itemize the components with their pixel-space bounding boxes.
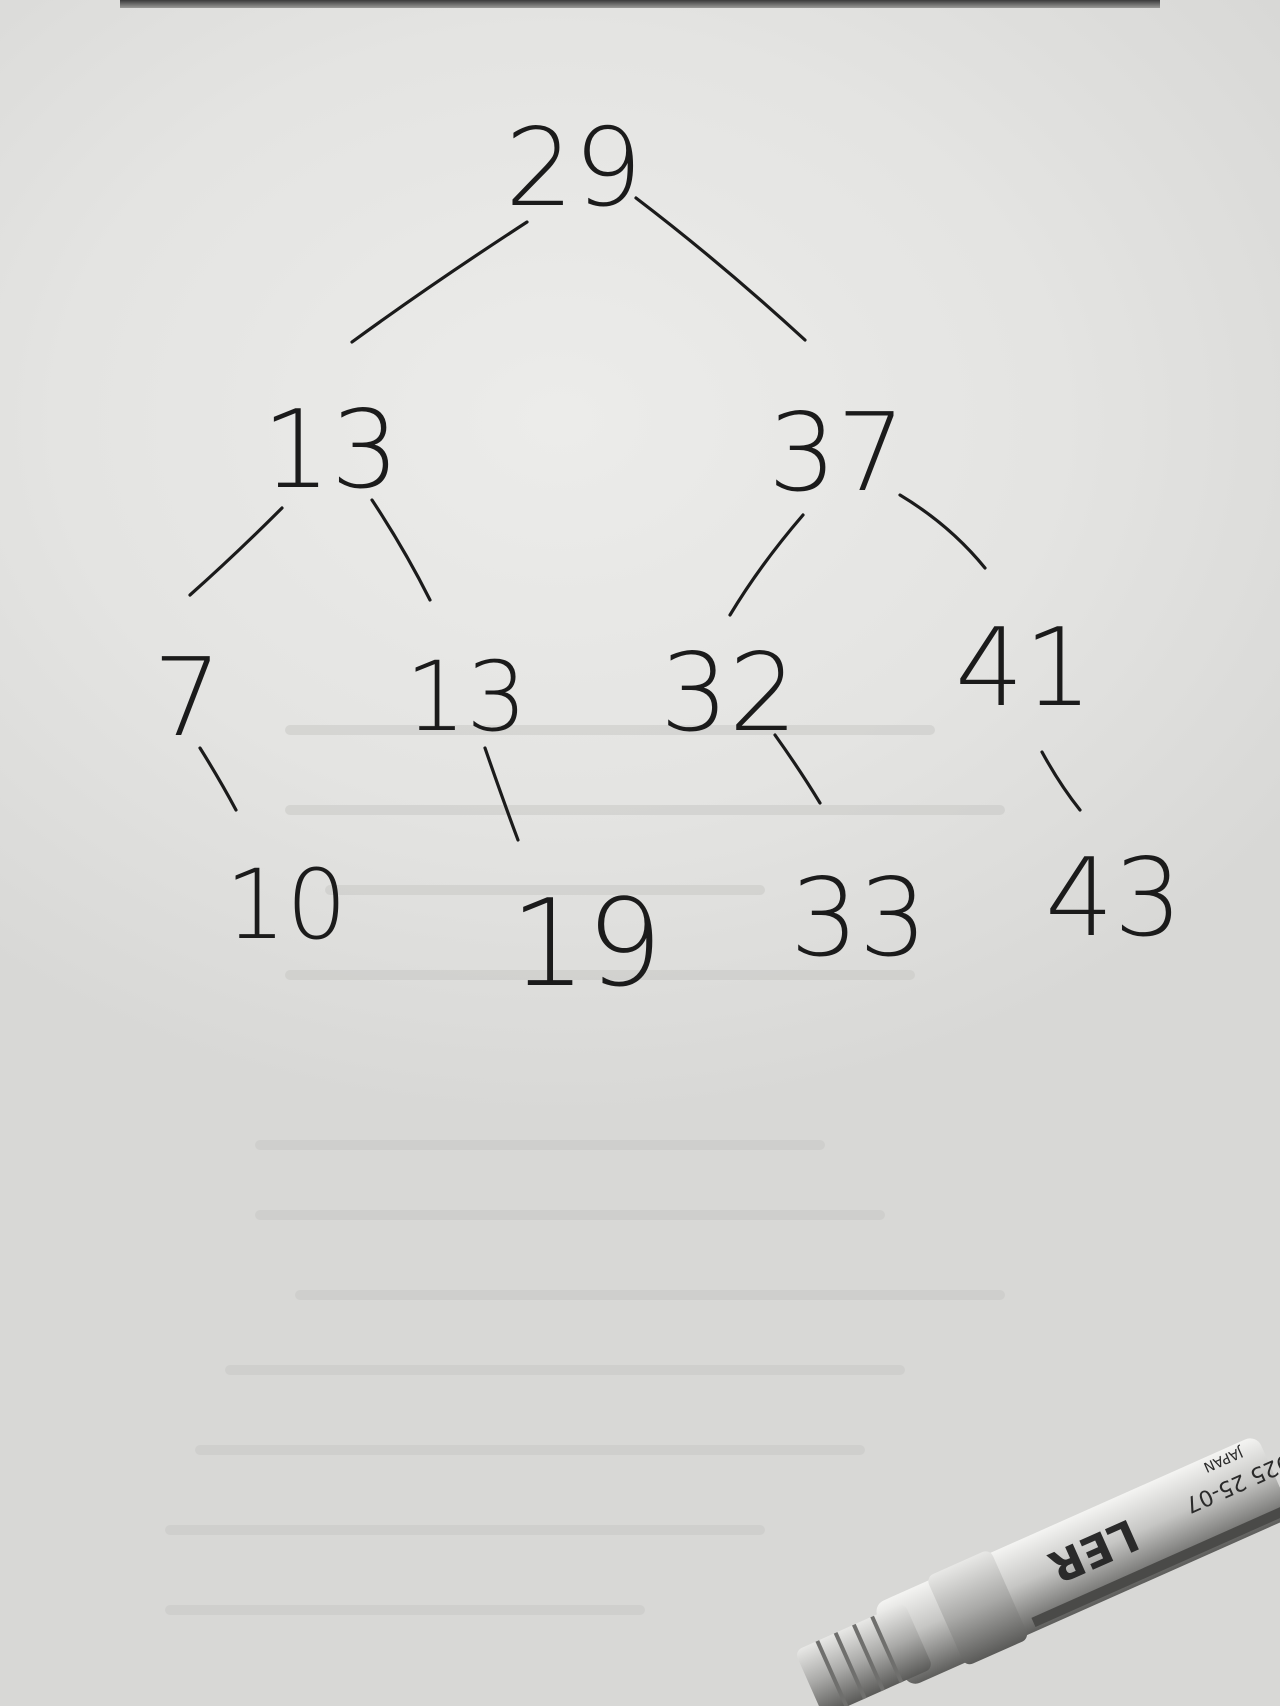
- edge-37-32: [728, 513, 805, 617]
- edge-29-13: [350, 220, 529, 344]
- pencil-cap: [797, 1604, 931, 1706]
- paper-top-edge: [120, 0, 1160, 8]
- pencil-clip-band: [928, 1551, 1028, 1665]
- edge-13-13: [370, 498, 432, 602]
- node-33: 33: [790, 856, 927, 981]
- node-13: 13: [262, 388, 399, 513]
- node-32: 32: [660, 631, 797, 756]
- pencil-clip: [1031, 1503, 1280, 1627]
- edge-13-19: [483, 746, 520, 842]
- edge-41-43: [1040, 750, 1082, 812]
- node-41: 41: [955, 606, 1092, 731]
- node-19: 19: [510, 875, 663, 1014]
- edge-32-33: [773, 733, 822, 805]
- node-43: 43: [1045, 836, 1182, 961]
- edge-37-41: [898, 493, 987, 570]
- node-29: 29: [505, 106, 642, 231]
- node-37: 37: [768, 391, 905, 516]
- node-7: 7: [153, 636, 222, 761]
- node-13-right-child: 13: [405, 641, 527, 753]
- edge-7-10: [198, 746, 238, 812]
- edge-13-7: [188, 506, 284, 597]
- node-10: 10: [225, 849, 347, 961]
- mechanical-pencil: LER 925 25-07 JAPAN: [797, 1438, 1280, 1706]
- edge-29-37: [634, 196, 807, 342]
